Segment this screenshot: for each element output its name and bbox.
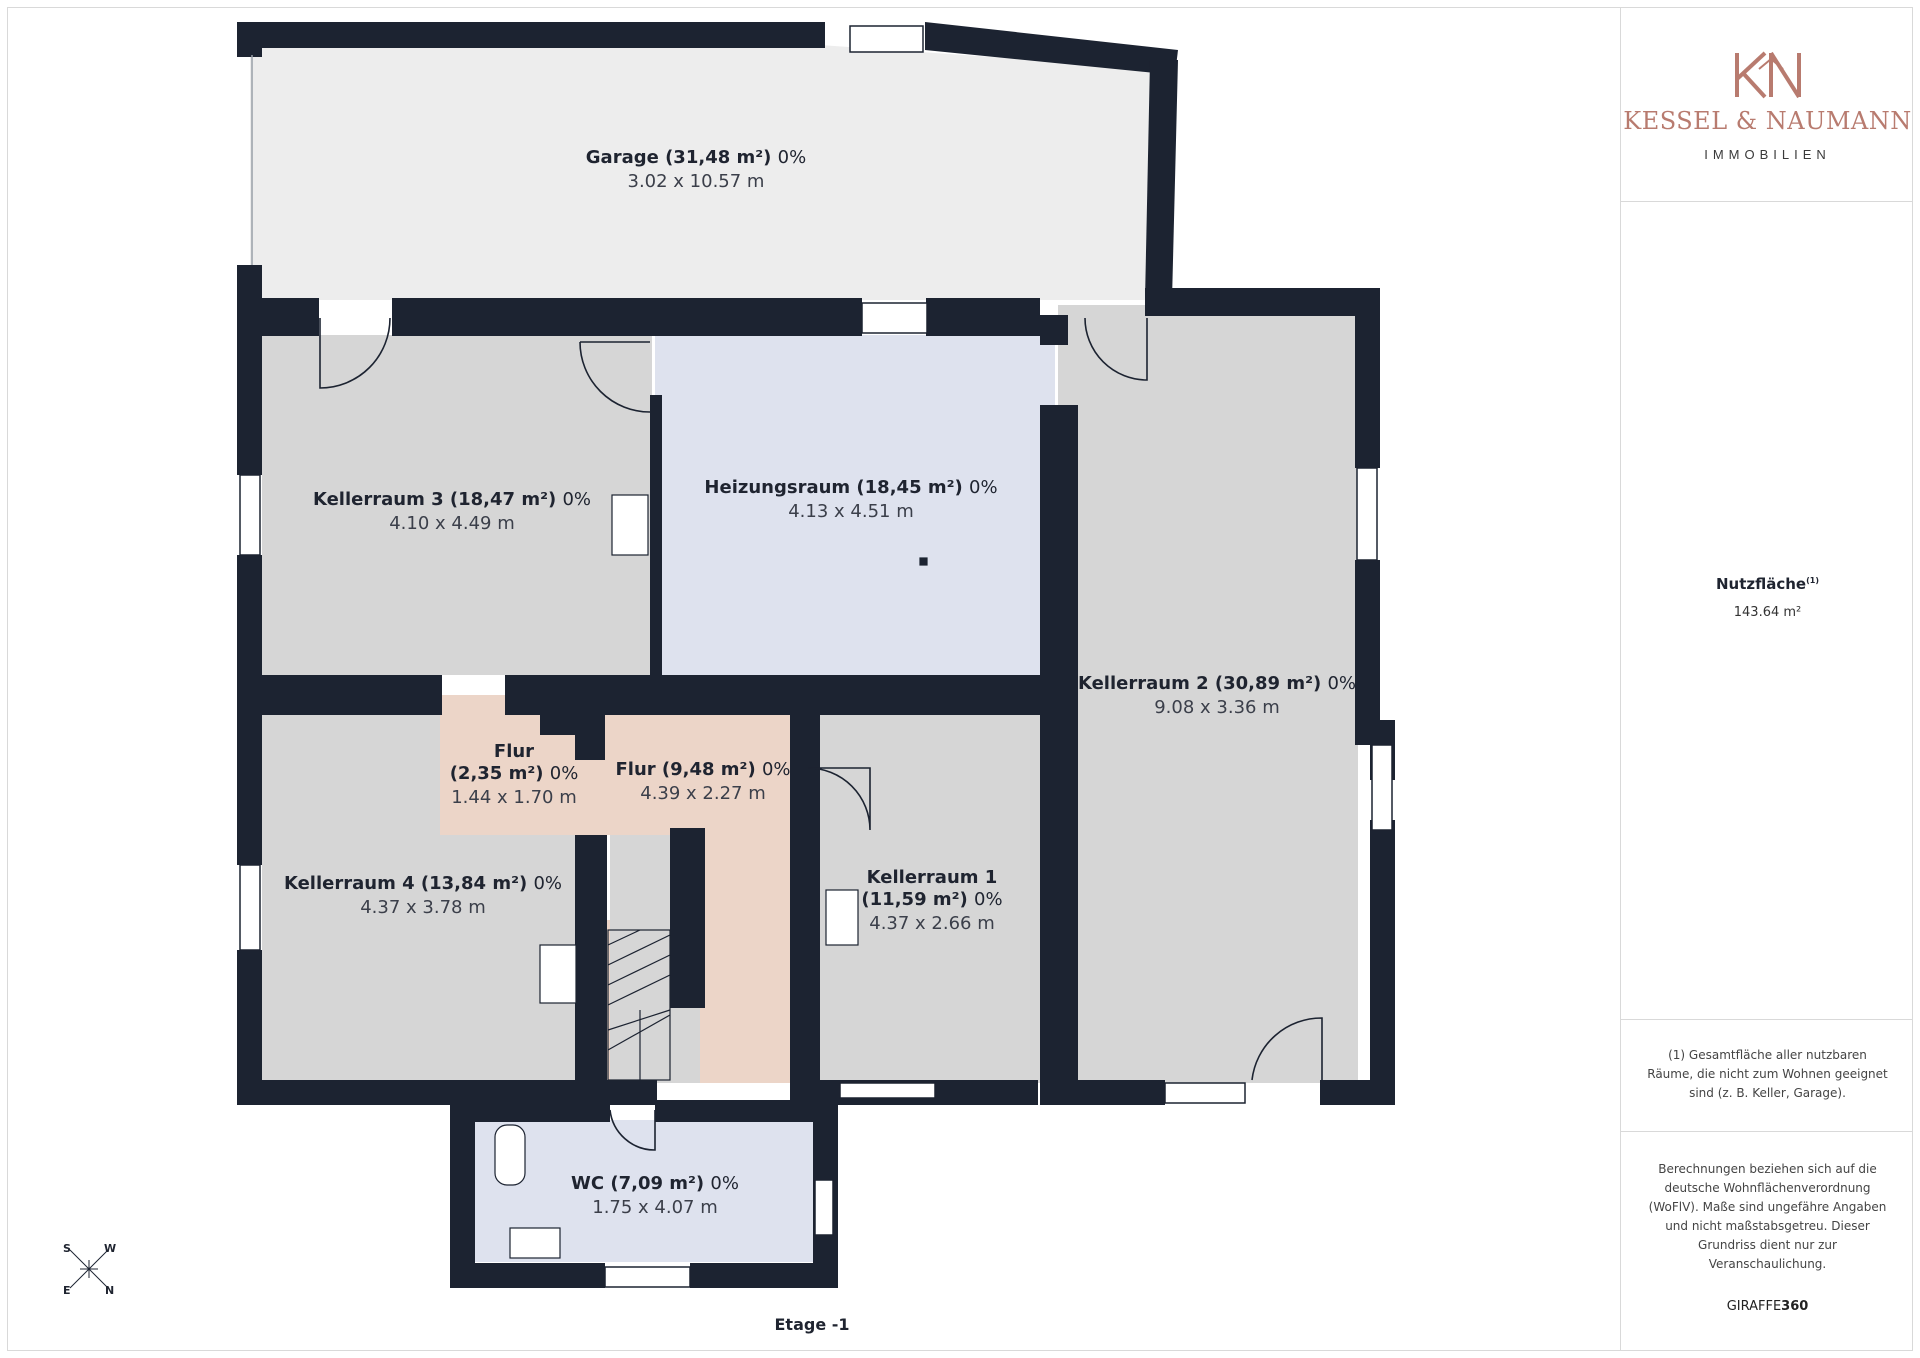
- garage-floor: [250, 45, 1150, 300]
- room-pct: 0%: [974, 889, 1003, 910]
- divider: [1621, 1131, 1913, 1132]
- room-pct: 0%: [1327, 673, 1357, 694]
- room-pct: 0%: [761, 759, 791, 780]
- stair: [607, 929, 671, 1081]
- brand-logo-icon: [1735, 51, 1801, 99]
- room-dimensions: 4.13 x 4.51 m: [788, 501, 914, 522]
- room-label-kellerraum1: Kellerraum 1 (11,59 m²) 0% 4.37 x 2.66 m: [861, 867, 1002, 937]
- room-name: Heizungsraum (18,45 m²): [704, 477, 963, 498]
- room-name: Kellerraum 2 (30,89 m²): [1077, 673, 1322, 694]
- disclaimer-text: Berechnungen beziehen sich auf die deuts…: [1648, 1162, 1887, 1271]
- room-name: Kellerraum 3 (18,47 m²): [312, 489, 557, 510]
- area-title-text: Nutzfläche: [1715, 575, 1807, 593]
- room-label-heizungsraum: Heizungsraum (18,45 m²) 0% 4.13 x 4.51 m: [704, 477, 997, 525]
- walls: [237, 22, 1395, 1288]
- compass-n: N: [105, 1284, 115, 1297]
- kellerraum3-floor: [262, 335, 652, 675]
- room-dimensions: 4.10 x 4.49 m: [389, 513, 515, 534]
- room-name: Kellerraum 1: [866, 867, 998, 888]
- credit-prefix: GIRAFFE: [1726, 1299, 1782, 1314]
- footnote-text: (1) Gesamtfläche aller nutzbaren Räume, …: [1647, 1048, 1888, 1100]
- credit: GIRAFFE360: [1621, 1299, 1914, 1314]
- room-label-garage: Garage (31,48 m²) 0% 3.02 x 10.57 m: [586, 147, 806, 195]
- kellerraum2-floor: [1058, 305, 1358, 1083]
- room-name: Kellerraum 4 (13,84 m²): [283, 873, 528, 894]
- brand-name: KESSEL & NAUMANN: [1623, 107, 1912, 135]
- room-label-flur: Flur (9,48 m²) 0% 4.39 x 2.27 m: [615, 759, 790, 807]
- info-sidebar: KESSEL & NAUMANN IMMOBILIEN Nutzfläche(1…: [1620, 7, 1913, 1351]
- room-dimensions: 4.37 x 2.66 m: [869, 913, 995, 934]
- room-dimensions: 4.37 x 3.78 m: [360, 897, 486, 918]
- compass-s: S: [63, 1242, 71, 1255]
- compass-icon: [69, 1249, 109, 1289]
- room-name-area: (2,35 m²): [449, 763, 544, 784]
- floor-label: Etage -1: [774, 1315, 850, 1334]
- room-name-area: (11,59 m²): [861, 889, 968, 910]
- room-label-kellerraum2: Kellerraum 2 (30,89 m²) 0% 9.08 x 3.36 m: [1078, 673, 1356, 721]
- floor-plan: [237, 22, 1395, 1288]
- room-pct: 0%: [549, 763, 579, 784]
- fixtures: [494, 494, 928, 1259]
- doors: [319, 317, 1323, 1151]
- heizungsraum-floor: [655, 335, 1055, 675]
- room-dimensions: 1.75 x 4.07 m: [592, 1197, 718, 1218]
- room-name: Garage (31,48 m²): [585, 147, 772, 168]
- room-label-wc: WC (7,09 m²) 0% 1.75 x 4.07 m: [571, 1173, 739, 1221]
- footnote-mark: (1): [1806, 576, 1819, 585]
- room-dimensions: 9.08 x 3.36 m: [1154, 697, 1280, 718]
- room-label-kellerraum3: Kellerraum 3 (18,47 m²) 0% 4.10 x 4.49 m: [313, 489, 591, 537]
- windows: [239, 25, 1393, 1288]
- divider: [1621, 201, 1913, 202]
- page-frame: [7, 7, 1913, 1351]
- room-label-flur-small: Flur (2,35 m²) 0% 1.44 x 1.70 m: [450, 741, 579, 811]
- compass: S W E N: [60, 1240, 118, 1298]
- room-name: Flur (9,48 m²): [615, 759, 756, 780]
- room-pct: 0%: [969, 477, 998, 498]
- room-pct: 0%: [562, 489, 592, 510]
- divider: [1621, 1019, 1913, 1020]
- compass-w: W: [104, 1242, 117, 1255]
- area-title: Nutzfläche(1): [1621, 575, 1914, 593]
- room-dimensions: 3.02 x 10.57 m: [627, 171, 765, 192]
- room-name: Flur: [493, 741, 535, 762]
- credit-suffix: 360: [1781, 1299, 1809, 1314]
- room-pct: 0%: [710, 1173, 739, 1194]
- room-pct: 0%: [533, 873, 563, 894]
- compass-e: E: [63, 1284, 71, 1297]
- room-pct: 0%: [777, 147, 807, 168]
- room-name: WC (7,09 m²): [571, 1173, 705, 1194]
- area-value: 143.64 m²: [1733, 605, 1802, 620]
- room-label-kellerraum4: Kellerraum 4 (13,84 m²) 0% 4.37 x 3.78 m: [284, 873, 562, 921]
- room-dimensions: 1.44 x 1.70 m: [451, 787, 577, 808]
- room-dimensions: 4.39 x 2.27 m: [640, 783, 766, 804]
- brand-tagline: IMMOBILIEN: [1704, 147, 1831, 162]
